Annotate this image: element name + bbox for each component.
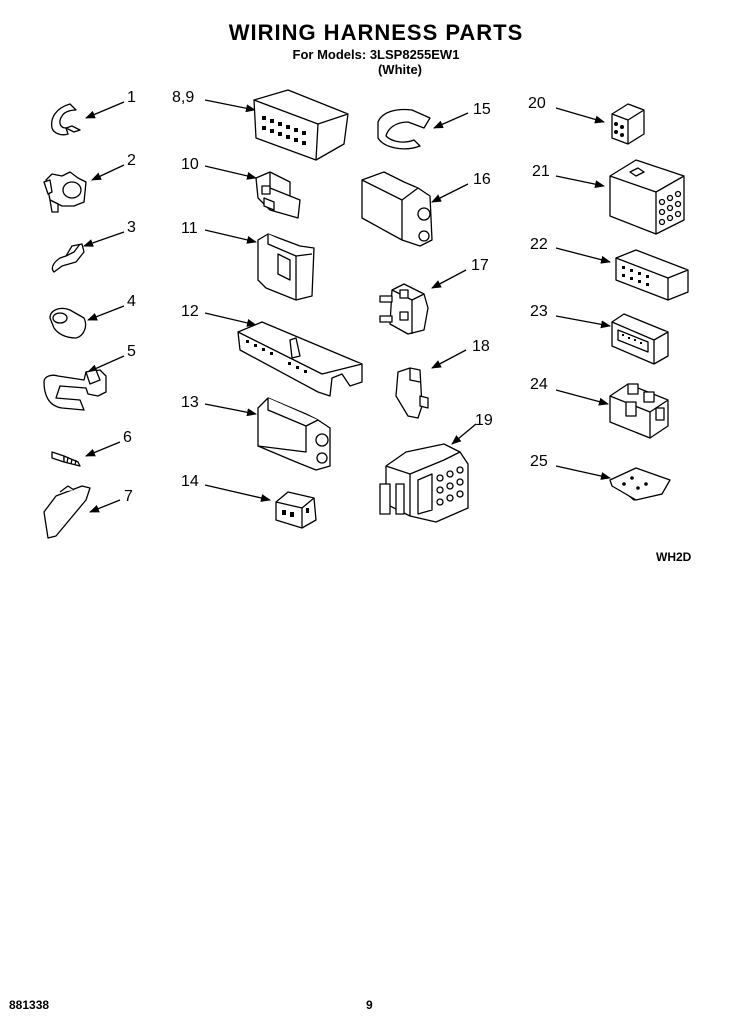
arrow-14 — [204, 484, 271, 502]
leader-arrows — [83, 99, 611, 513]
callout-21: 21 — [532, 163, 550, 180]
arrow-18 — [431, 349, 467, 369]
part-6-screw — [51, 451, 81, 467]
callout-17: 17 — [471, 257, 489, 274]
callout-25: 25 — [530, 453, 548, 470]
page-title: WIRING HARNESS PARTS — [228, 20, 524, 45]
part-2-clamp — [43, 171, 87, 213]
part-14-connector — [275, 491, 317, 529]
arrow-23 — [555, 315, 611, 329]
part-19-multi-connector — [379, 443, 469, 523]
arrow-12 — [204, 312, 257, 327]
callout-4: 4 — [127, 293, 136, 310]
part-5-bracket — [43, 369, 107, 411]
callout-1: 1 — [127, 89, 136, 106]
callout-11: 11 — [181, 220, 198, 237]
arrow-17 — [431, 269, 467, 289]
part-3-wire-clip — [51, 243, 85, 273]
arrow-4 — [87, 305, 125, 321]
callout-16: 16 — [473, 171, 491, 188]
part-8-9-connector-block — [253, 89, 349, 161]
part-18-latch — [395, 367, 429, 419]
callout-20: 20 — [528, 95, 546, 112]
arrow-24 — [555, 389, 609, 406]
callout-8-9: 8,9 — [172, 89, 195, 106]
arrow-6 — [85, 441, 121, 457]
arrow-16 — [431, 183, 469, 203]
part-10-connector — [255, 171, 301, 219]
part-4-ring-clip — [49, 307, 87, 339]
part-21-box-connector — [609, 159, 685, 235]
model-line: For Models: 3LSP8255EW1 — [292, 47, 460, 62]
part-13-housing — [257, 397, 331, 471]
callout-22: 22 — [530, 236, 548, 253]
callout-6: 6 — [123, 429, 132, 446]
part-25-plate — [609, 467, 671, 501]
callout-14: 14 — [181, 473, 199, 490]
callout-13: 13 — [181, 394, 199, 411]
part-11-connector — [257, 233, 315, 301]
callout-12: 12 — [181, 303, 199, 320]
callout-15: 15 — [473, 101, 491, 118]
part-22-connector — [615, 249, 689, 301]
arrow-11 — [204, 229, 257, 244]
arrow-20 — [555, 107, 605, 124]
callout-10: 10 — [181, 156, 199, 173]
part-16-housing — [361, 171, 433, 247]
diagram-code: WH2D — [656, 550, 692, 564]
part-24-block-connector — [609, 383, 669, 439]
callout-5: 5 — [127, 343, 136, 360]
part-7-slide — [43, 485, 91, 539]
callout-24: 24 — [530, 376, 548, 393]
part-23-d-connector — [611, 313, 669, 365]
callout-2: 2 — [127, 152, 136, 169]
callout-19: 19 — [475, 412, 493, 429]
part-20-cube-connector — [611, 103, 645, 145]
arrow-3 — [83, 231, 125, 247]
arrow-22 — [555, 247, 611, 264]
part-12-strip-connector — [237, 321, 363, 397]
arrow-8-9 — [204, 99, 256, 113]
arrow-21 — [555, 175, 605, 189]
part-15-clip — [377, 108, 431, 150]
arrow-15 — [433, 112, 469, 129]
arrow-5 — [87, 355, 125, 373]
page-number: 9 — [366, 998, 373, 1012]
callout-18: 18 — [472, 338, 490, 355]
arrow-25 — [555, 465, 611, 480]
arrow-13 — [204, 403, 257, 417]
arrow-19 — [451, 423, 477, 445]
part-1-clip — [50, 103, 81, 136]
callout-7: 7 — [124, 488, 133, 505]
callout-3: 3 — [127, 219, 136, 236]
arrow-1 — [85, 101, 125, 119]
arrow-10 — [204, 165, 257, 180]
part-17-terminal-block — [379, 283, 429, 335]
arrow-2 — [91, 164, 125, 181]
color-line: (White) — [377, 62, 423, 77]
document-number: 881338 — [9, 998, 50, 1012]
arrow-7 — [89, 499, 121, 513]
callout-23: 23 — [530, 303, 548, 320]
